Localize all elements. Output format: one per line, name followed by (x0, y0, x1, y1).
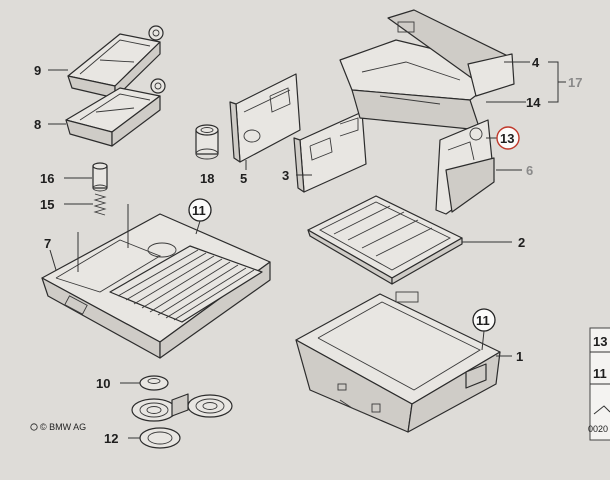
label-5: 5 (240, 171, 247, 186)
copyright-text: © BMW AG (40, 422, 86, 432)
part-1-bin (295, 291, 501, 433)
label-12: 12 (104, 431, 118, 446)
label-1: 1 (516, 349, 523, 364)
label-11-left: 11 (192, 203, 206, 218)
part-12-disc (139, 427, 181, 449)
part-18-ring (195, 124, 219, 160)
callout-11-left (188, 198, 212, 235)
label-9: 9 (34, 63, 41, 78)
part-5-panel (229, 73, 301, 163)
label-10: 10 (96, 376, 110, 391)
label-4: 4 (532, 55, 540, 70)
part-7-console-frame (41, 204, 271, 359)
label-8: 8 (34, 117, 41, 132)
part-16-cylinder (92, 162, 108, 192)
part-4-14-armrest (339, 9, 515, 131)
label-2: 2 (518, 235, 525, 250)
part-15-spring (93, 193, 107, 216)
part-8-tray (65, 78, 166, 147)
label-6: 6 (526, 163, 533, 178)
part-9-tray (67, 25, 164, 99)
side-label-a: 13 (593, 334, 607, 349)
callout-13 (496, 126, 520, 150)
label-15: 15 (40, 197, 54, 212)
label-11-right: 11 (476, 313, 490, 328)
label-3: 3 (282, 168, 289, 183)
part-12-mat (131, 393, 233, 422)
side-label-b: 11 (593, 366, 607, 381)
part-2-mat (307, 195, 463, 285)
label-17: 17 (568, 75, 582, 90)
part-10-cap (139, 375, 169, 391)
part-3-panel (293, 111, 367, 193)
label-14: 14 (526, 95, 541, 110)
label-18: 18 (200, 171, 214, 186)
side-panel (589, 327, 610, 441)
label-16: 16 (40, 171, 54, 186)
label-13: 13 (500, 131, 514, 146)
part-6-panel (435, 119, 495, 215)
side-label-c: 0020 (588, 424, 608, 434)
label-7: 7 (44, 236, 51, 251)
callout-11-right (472, 308, 496, 351)
